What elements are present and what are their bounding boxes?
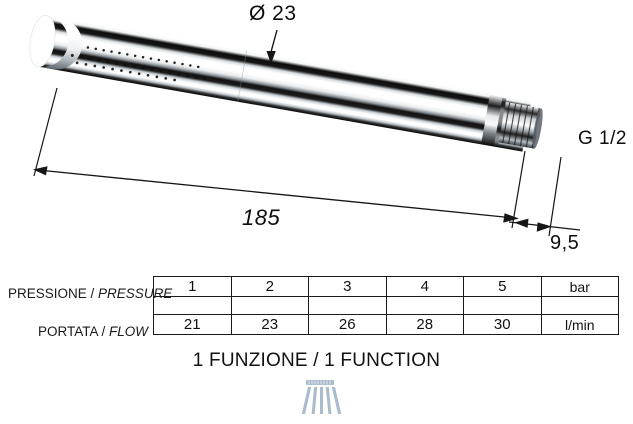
flow-cell-3: 26 bbox=[308, 314, 387, 335]
function-caption: 1 FUNZIONE / 1 FUNCTION bbox=[192, 350, 441, 371]
flow-cell-1: 21 bbox=[153, 314, 232, 335]
shower-spray-icon bbox=[296, 378, 344, 418]
thread-length-dimension bbox=[508, 156, 581, 237]
pressure-cell-5: 5 bbox=[463, 276, 542, 297]
flow-unit-cell: l/min bbox=[540, 314, 619, 335]
flow-cell-4: 28 bbox=[385, 314, 464, 335]
length-label: 185 bbox=[242, 205, 281, 230]
blank-cell-6 bbox=[540, 296, 619, 315]
blank-cell-2 bbox=[230, 296, 309, 315]
thread-length-label: 9,5 bbox=[550, 232, 580, 254]
length-dimension bbox=[33, 87, 526, 229]
table-row-blank bbox=[153, 296, 619, 315]
specification-table-wrapper: 1 2 3 4 5 bar 21 23 bbox=[0, 276, 633, 335]
table-row-flow: 21 23 26 28 30 l/min bbox=[153, 314, 619, 335]
product-drawing bbox=[29, 14, 581, 237]
blank-cell-4 bbox=[385, 296, 464, 315]
pressure-cell-2: 2 bbox=[230, 276, 309, 297]
pressure-row-label-it: PRESSIONE / bbox=[8, 286, 95, 301]
thread-label: G 1/2 bbox=[578, 128, 627, 149]
diameter-dimension bbox=[266, 29, 278, 64]
flow-row-label: PORTATA / FLOW bbox=[8, 324, 148, 339]
blank-cell-3 bbox=[308, 296, 387, 315]
table-row-pressure: 1 2 3 4 5 bar bbox=[153, 276, 619, 297]
specification-table: 1 2 3 4 5 bar 21 23 bbox=[153, 276, 619, 335]
blank-cell-5 bbox=[463, 296, 542, 315]
blank-cell-1 bbox=[153, 296, 232, 315]
flow-cell-5: 30 bbox=[463, 314, 542, 335]
shower-rod-body bbox=[29, 14, 543, 152]
flow-row-label-en: FLOW bbox=[109, 324, 148, 339]
pressure-unit-cell: bar bbox=[540, 276, 619, 297]
pressure-cell-4: 4 bbox=[385, 276, 464, 297]
flow-row-label-it: PORTATA / bbox=[37, 324, 106, 339]
flow-cell-2: 23 bbox=[230, 314, 309, 335]
pressure-cell-1: 1 bbox=[153, 276, 232, 297]
pressure-cell-3: 3 bbox=[308, 276, 387, 297]
diameter-label: Ø 23 bbox=[249, 2, 297, 25]
